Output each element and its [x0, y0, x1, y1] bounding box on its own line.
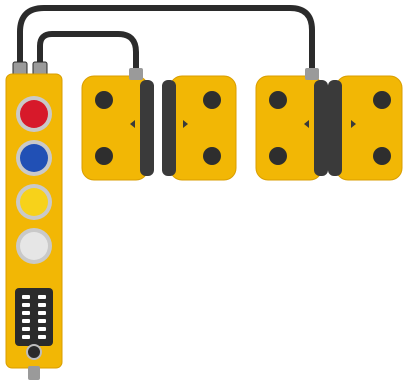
diagnostic-led — [38, 335, 46, 339]
diagnostic-led — [22, 295, 30, 299]
switch-2-left-body — [256, 76, 322, 180]
safety-switch-2 — [256, 68, 402, 180]
switch-1-right-body — [170, 76, 236, 180]
blue-pushbutton — [20, 144, 48, 172]
switch-2-right-actuator — [328, 80, 342, 176]
cable-long — [20, 8, 312, 70]
screw-icon — [269, 147, 287, 165]
safety-switch-1 — [82, 68, 236, 180]
screw-icon — [95, 91, 113, 109]
cable-short — [40, 34, 136, 70]
red-pushbutton — [20, 100, 48, 128]
diagnostic-led — [38, 319, 46, 323]
switch-1-left-actuator — [140, 80, 154, 176]
diagnostic-led — [38, 327, 46, 331]
diagnostic-led — [22, 303, 30, 307]
diagnostic-led — [38, 311, 46, 315]
screw-icon — [373, 91, 391, 109]
screw-icon — [203, 147, 221, 165]
switch-2-cable-gland — [305, 68, 319, 80]
control-panel — [6, 74, 62, 380]
white-pushbutton — [20, 232, 48, 260]
screw-icon — [269, 91, 287, 109]
switch-2-right-body — [336, 76, 402, 180]
diagnostic-led — [38, 295, 46, 299]
diagnostic-led — [38, 303, 46, 307]
yellow-pushbutton — [20, 188, 48, 216]
screw-icon — [373, 147, 391, 165]
switch-1-cable-gland — [129, 68, 143, 80]
diagnostic-window — [15, 288, 53, 346]
diagnostic-led — [22, 311, 30, 315]
diagnostic-led — [22, 327, 30, 331]
connector-port — [27, 345, 41, 359]
screw-icon — [203, 91, 221, 109]
diagnostic-led — [22, 335, 30, 339]
switch-1-right-actuator — [162, 80, 176, 176]
screw-icon — [95, 147, 113, 165]
bottom-gland — [28, 366, 40, 380]
switch-2-left-actuator — [314, 80, 328, 176]
switch-1-left-body — [82, 76, 148, 180]
diagnostic-led — [22, 319, 30, 323]
